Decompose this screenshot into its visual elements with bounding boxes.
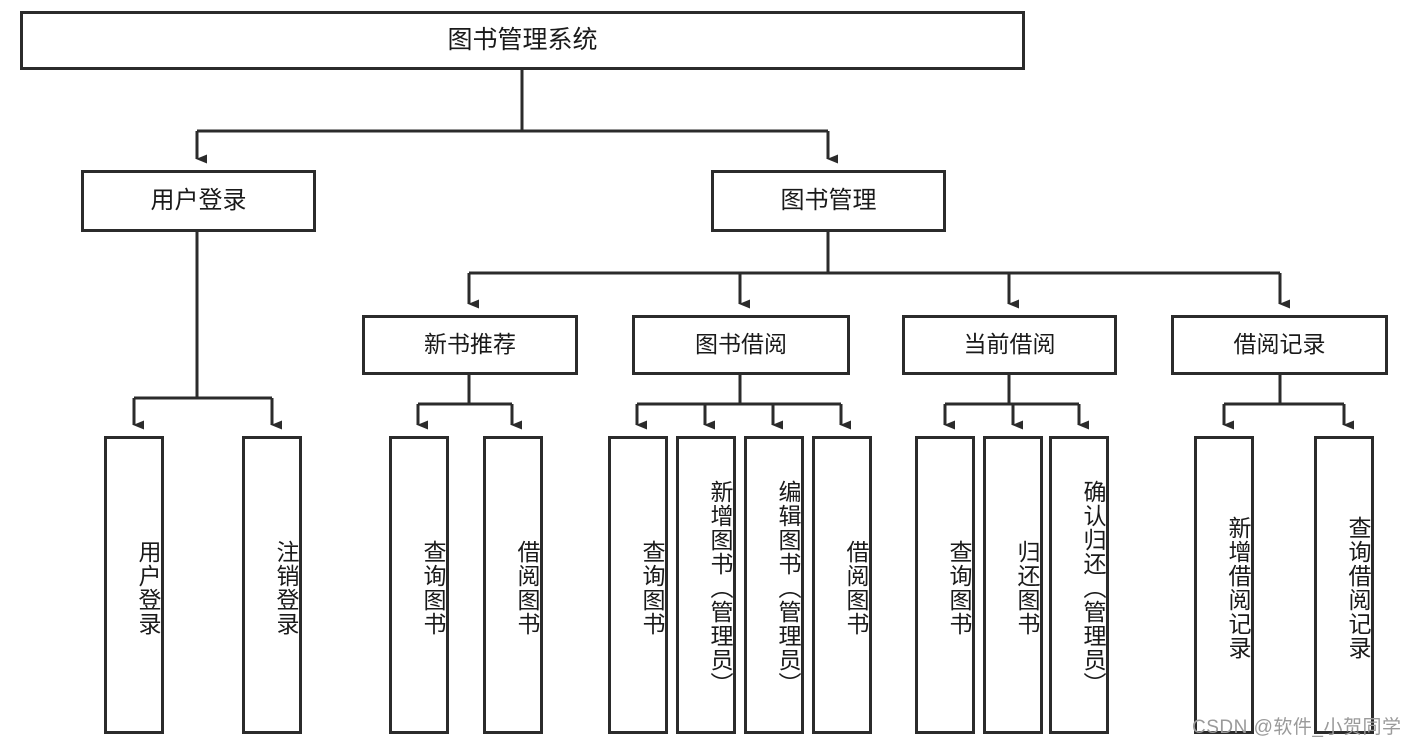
node-user-login[interactable]: 用户登录 bbox=[81, 170, 316, 232]
node-new-book-recommend[interactable]: 新书推荐 bbox=[362, 315, 578, 375]
node-label: 查询图书 bbox=[420, 540, 446, 636]
node-current-borrow[interactable]: 当前借阅 bbox=[902, 315, 1117, 375]
node-label: 新书推荐 bbox=[424, 331, 516, 358]
node-label: 查询图书 bbox=[946, 540, 972, 636]
node-label: 新增借阅记录 bbox=[1225, 516, 1251, 660]
node-label: 借阅图书 bbox=[843, 540, 869, 636]
node-label: 用户登录 bbox=[135, 540, 161, 636]
node-label: 归还图书 bbox=[1014, 540, 1040, 636]
leaf-query-book-borrow[interactable]: 查询图书 bbox=[608, 436, 668, 734]
node-label: 新增图书（管理员） bbox=[707, 480, 733, 696]
leaf-confirm-return-admin[interactable]: 确认归还（管理员） bbox=[1049, 436, 1109, 734]
leaf-user-logout[interactable]: 注销登录 bbox=[242, 436, 302, 734]
node-book-management[interactable]: 图书管理 bbox=[711, 170, 946, 232]
leaf-edit-book-admin[interactable]: 编辑图书（管理员） bbox=[744, 436, 804, 734]
node-book-borrow[interactable]: 图书借阅 bbox=[632, 315, 850, 375]
node-borrow-record[interactable]: 借阅记录 bbox=[1171, 315, 1388, 375]
leaf-query-book-new[interactable]: 查询图书 bbox=[389, 436, 449, 734]
node-label: 图书管理系统 bbox=[447, 25, 598, 54]
node-label: 注销登录 bbox=[273, 540, 299, 636]
leaf-user-login[interactable]: 用户登录 bbox=[104, 436, 164, 734]
leaf-query-borrow-record[interactable]: 查询借阅记录 bbox=[1314, 436, 1374, 734]
node-label: 图书借阅 bbox=[695, 331, 787, 358]
leaf-add-borrow-record[interactable]: 新增借阅记录 bbox=[1194, 436, 1254, 734]
node-label: 编辑图书（管理员） bbox=[775, 480, 801, 696]
node-label: 查询图书 bbox=[639, 540, 665, 636]
csdn-watermark: CSDN @软件_小贺同学 bbox=[1192, 717, 1402, 738]
node-label: 用户登录 bbox=[150, 186, 247, 214]
node-label: 确认归还（管理员） bbox=[1080, 480, 1106, 696]
node-root-system[interactable]: 图书管理系统 bbox=[20, 11, 1025, 70]
node-label: 借阅记录 bbox=[1233, 331, 1326, 358]
leaf-return-book[interactable]: 归还图书 bbox=[983, 436, 1043, 734]
node-label: 借阅图书 bbox=[514, 540, 540, 636]
leaf-borrow-book-new[interactable]: 借阅图书 bbox=[483, 436, 543, 734]
node-label: 图书管理 bbox=[780, 186, 877, 214]
leaf-query-book-current[interactable]: 查询图书 bbox=[915, 436, 975, 734]
leaf-add-book-admin[interactable]: 新增图书（管理员） bbox=[676, 436, 736, 734]
node-label: 查询借阅记录 bbox=[1345, 516, 1371, 660]
leaf-borrow-book[interactable]: 借阅图书 bbox=[812, 436, 872, 734]
node-label: 当前借阅 bbox=[963, 331, 1056, 358]
